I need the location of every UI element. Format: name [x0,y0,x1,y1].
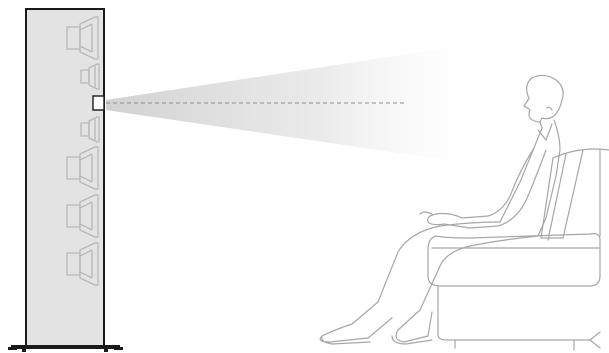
tweeter-sensor [92,95,105,111]
armchair [427,148,609,351]
sound-beam [106,40,500,168]
listener [319,74,564,345]
speaker-base [11,345,120,349]
woofer-icon [66,242,99,286]
woofer-icon [66,146,99,190]
woofer-icon [66,194,99,238]
tweeter-icon [80,63,100,90]
woofer-icon [66,16,99,60]
tweeter-icon [80,116,100,143]
speaker-cabinet [8,8,123,352]
